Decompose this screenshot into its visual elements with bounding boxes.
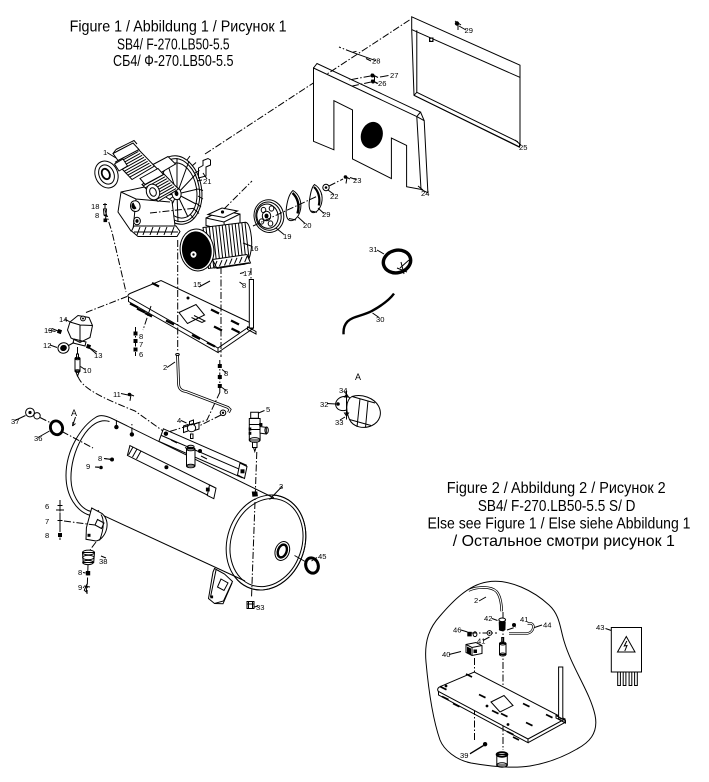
svg-text:32: 32 bbox=[320, 400, 328, 409]
svg-text:33: 33 bbox=[256, 603, 264, 612]
svg-text:A: A bbox=[71, 408, 77, 418]
svg-text:29: 29 bbox=[465, 26, 473, 35]
svg-text:19: 19 bbox=[283, 232, 291, 241]
svg-text:24: 24 bbox=[421, 189, 429, 198]
svg-text:SB4/ F-270.LB50-5.5 S/ D: SB4/ F-270.LB50-5.5 S/ D bbox=[478, 498, 636, 515]
svg-text:1: 1 bbox=[103, 148, 107, 157]
svg-text:6: 6 bbox=[139, 350, 143, 359]
svg-text:36: 36 bbox=[34, 434, 42, 443]
svg-text:17: 17 bbox=[243, 269, 251, 278]
svg-text:46: 46 bbox=[453, 626, 461, 635]
svg-text:23: 23 bbox=[353, 176, 361, 185]
svg-text:22: 22 bbox=[330, 192, 338, 201]
svg-text:9: 9 bbox=[78, 583, 82, 592]
svg-text:16: 16 bbox=[250, 244, 258, 253]
svg-text:43: 43 bbox=[596, 623, 604, 632]
svg-text:8: 8 bbox=[45, 531, 49, 540]
svg-text:A: A bbox=[355, 372, 361, 382]
svg-text:8: 8 bbox=[78, 568, 82, 577]
svg-text:Else see Figure 1 / Else sieh: Else see Figure 1 / Else siehe Abbildung… bbox=[428, 516, 691, 533]
svg-text:25: 25 bbox=[519, 143, 527, 152]
svg-text:18: 18 bbox=[91, 202, 99, 211]
svg-text:27: 27 bbox=[390, 71, 398, 80]
svg-text:40: 40 bbox=[442, 650, 450, 659]
svg-text:38: 38 bbox=[99, 557, 107, 566]
svg-text:СБ4/ Ф-270.LB50-5.5: СБ4/ Ф-270.LB50-5.5 bbox=[113, 53, 234, 70]
svg-text:14: 14 bbox=[59, 315, 67, 324]
svg-text:44: 44 bbox=[543, 621, 551, 630]
svg-text:15: 15 bbox=[193, 280, 201, 289]
svg-text:28: 28 bbox=[372, 57, 380, 66]
svg-text:45: 45 bbox=[318, 552, 326, 561]
svg-text:6: 6 bbox=[45, 502, 49, 511]
svg-text:13: 13 bbox=[44, 326, 52, 335]
svg-text:Figure 2 / Abbildung 2 / Рису: Figure 2 / Abbildung 2 / Рисунок 2 bbox=[447, 480, 666, 497]
svg-text:8: 8 bbox=[242, 281, 246, 290]
svg-text:5: 5 bbox=[266, 405, 270, 414]
svg-text:13: 13 bbox=[94, 351, 102, 360]
svg-text:8: 8 bbox=[139, 332, 143, 341]
svg-text:10: 10 bbox=[83, 366, 91, 375]
svg-text:SB4/ F-270.LB50-5.5: SB4/ F-270.LB50-5.5 bbox=[117, 36, 230, 53]
svg-text:7: 7 bbox=[45, 517, 49, 526]
svg-text:11: 11 bbox=[113, 390, 121, 399]
svg-text:/ Остальное смотри рисунок 1: / Остальное смотри рисунок 1 bbox=[453, 533, 675, 550]
svg-text:31: 31 bbox=[369, 245, 377, 254]
svg-text:8: 8 bbox=[224, 369, 228, 378]
svg-text:41: 41 bbox=[477, 637, 485, 646]
svg-text:33: 33 bbox=[335, 418, 343, 427]
svg-text:3: 3 bbox=[279, 482, 283, 491]
svg-text:7: 7 bbox=[139, 340, 143, 349]
svg-text:2: 2 bbox=[474, 596, 478, 605]
svg-text:41: 41 bbox=[520, 615, 528, 624]
svg-text:30: 30 bbox=[376, 315, 384, 324]
svg-text:8: 8 bbox=[98, 454, 102, 463]
svg-text:12: 12 bbox=[43, 341, 51, 350]
svg-text:34: 34 bbox=[339, 386, 347, 395]
svg-text:6: 6 bbox=[224, 387, 228, 396]
svg-text:2: 2 bbox=[163, 363, 167, 372]
svg-text:42: 42 bbox=[484, 614, 492, 623]
svg-text:39: 39 bbox=[460, 751, 468, 760]
svg-text:37: 37 bbox=[11, 417, 19, 426]
svg-text:26: 26 bbox=[378, 79, 386, 88]
svg-text:9: 9 bbox=[86, 462, 90, 471]
svg-text:Figure 1 / Abbildung 1 / Рис: Figure 1 / Abbildung 1 / Рисунок 1 bbox=[70, 19, 287, 36]
svg-text:8: 8 bbox=[95, 211, 99, 220]
svg-text:29: 29 bbox=[322, 210, 330, 219]
svg-text:21: 21 bbox=[203, 177, 211, 186]
svg-text:20: 20 bbox=[303, 221, 311, 230]
svg-text:4: 4 bbox=[177, 416, 181, 425]
